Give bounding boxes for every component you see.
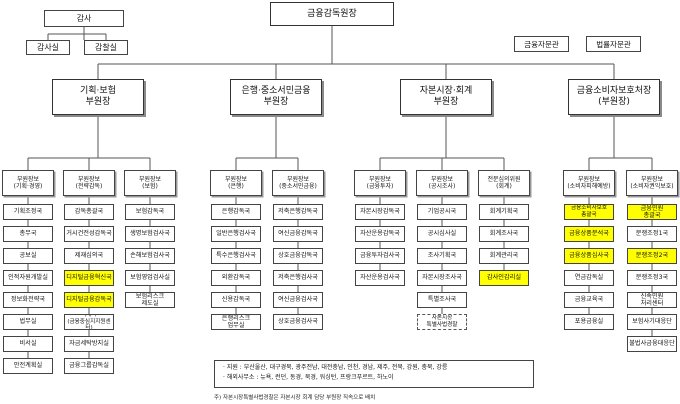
department-unit: 국제국 (금융중심지지원센터) — [64, 314, 114, 330]
offices-note: · 지원 : 부산울산, 대구경북, 광주전남, 대전충남, 인천, 경남, 제… — [214, 360, 534, 388]
department-unit: 연금감독실 — [564, 270, 614, 286]
department-unit: 금융투자검사국 — [355, 248, 405, 264]
department-unit: 보험리스크 제도실 — [125, 292, 175, 308]
department-unit: 손해보험검사국 — [125, 248, 175, 264]
department-unit: 총무국 — [3, 226, 53, 242]
department-unit: 생명보험검사국 — [125, 226, 175, 242]
assistant-governor-box: 부원장보 (보험) — [124, 170, 176, 196]
department-unit: 회계조사국 — [479, 226, 529, 242]
department-unit: 일반은행검사국 — [211, 226, 261, 242]
deputy-governor-box: 자본시장·회계 부원장 — [400, 79, 492, 115]
department-unit: 자본시장조사국 — [417, 270, 467, 286]
inspection-office: 감찰실 — [84, 40, 128, 55]
department-unit: 신속민원 처리센터 — [627, 292, 677, 308]
department-unit: 감독총괄국 — [64, 204, 114, 220]
department-unit: 공시심사실 — [417, 226, 467, 242]
department-unit: 기획조정국 — [3, 204, 53, 220]
department-unit: 회계관리국 — [479, 248, 529, 264]
audit-box: 감사 — [44, 10, 124, 27]
department-unit: 신용감독국 — [211, 292, 261, 308]
department-unit: 저축은행검사국 — [273, 270, 323, 286]
department-unit: 분쟁조정1국 — [627, 226, 677, 242]
department-unit: 안전계획실 — [3, 358, 53, 374]
department-unit: 금융상품심사국 — [564, 248, 614, 264]
department-unit: 금융소비자보호 총괄국 — [564, 204, 614, 220]
department-unit: 보험영업검사실 — [125, 270, 175, 286]
governor-box: 금융감독원장 — [270, 2, 394, 26]
department-unit: 조사기획국 — [417, 248, 467, 264]
deputy-governor-box: 기획·보험 부원장 — [52, 79, 144, 115]
department-unit: 상호금융검사국 — [273, 314, 323, 330]
assistant-governor-box: 부원장보 (금융투자) — [354, 170, 406, 196]
department-unit: 저축은행감독국 — [273, 204, 323, 220]
assistant-governor-box: 부원장보 (소비자피해예방) — [563, 170, 615, 196]
department-unit: 감사인감리실 — [479, 270, 529, 286]
audit-office: 감사실 — [26, 40, 70, 55]
assistant-governor-box: 부원장보 (소비자권익보호) — [626, 170, 678, 196]
department-unit: 회계기획국 — [479, 204, 529, 220]
department-unit: 자금세탁방지실 — [64, 336, 114, 352]
department-unit: 거시건전성감독국 — [64, 226, 114, 242]
department-unit: 자산운용검사국 — [355, 270, 405, 286]
department-unit: 자본시장 특별사법경찰 — [417, 314, 467, 330]
department-unit: 외환감독국 — [211, 270, 261, 286]
department-unit: 은행감독국 — [211, 204, 261, 220]
footnote: 주) 자본시장특별사법경찰은 자본시장 회계 담당 부원장 직속으로 배치 — [214, 395, 376, 401]
deputy-governor-box: 은행·중소서민금융 부원장 — [230, 79, 322, 115]
department-unit: 기업공시국 — [417, 204, 467, 220]
department-unit: 특수은행검사국 — [211, 248, 261, 264]
department-unit: 자본시장감독국 — [355, 204, 405, 220]
department-unit: 은행리스크 업무실 — [211, 314, 261, 330]
department-unit: 금융상품분석국 — [564, 226, 614, 242]
assistant-governor-box: 부원장보 (중소서민금융) — [272, 170, 324, 196]
assistant-governor-box: 전문심의위원 (회계) — [478, 170, 530, 196]
assistant-governor-box: 부원장보 (은행) — [210, 170, 262, 196]
department-unit: 정보화전략국 — [3, 292, 53, 308]
department-unit: 보험사기대응단 — [627, 314, 677, 330]
department-unit: 공보실 — [3, 248, 53, 264]
assistant-governor-box: 부원장보 (전략감독) — [63, 170, 115, 196]
department-unit: 보험감독국 — [125, 204, 175, 220]
department-unit: 인적자원개발실 — [3, 270, 53, 286]
department-unit: 분쟁조정2국 — [627, 248, 677, 264]
assistant-governor-box: 부원장보 (공시조사) — [416, 170, 468, 196]
department-unit: 제재심의국 — [64, 248, 114, 264]
assistant-governor-box: 부원장보 (기획·경영) — [2, 170, 54, 196]
department-unit: 디지털금융혁신국 — [64, 270, 114, 286]
department-unit: 여신금융검사국 — [273, 292, 323, 308]
branch-offices-line: · 지원 : 부산울산, 대구경북, 광주전남, 대전충남, 인천, 경남, 제… — [223, 364, 448, 371]
financial-advisor-box: 금융자문관 — [514, 36, 569, 52]
department-unit: 비서실 — [3, 336, 53, 352]
legal-advisor-box: 법률자문관 — [586, 36, 641, 52]
department-unit: 금융그룹감독실 — [64, 358, 114, 374]
department-unit: 포용금융실 — [564, 314, 614, 330]
department-unit: 금융교육국 — [564, 292, 614, 308]
department-unit: 법무실 — [3, 314, 53, 330]
department-unit: 여신금융감독국 — [273, 226, 323, 242]
deputy-governor-box: 금융소비자보호처장 (부원장) — [568, 79, 660, 115]
department-unit: 금융민원 총괄국 — [627, 204, 677, 220]
department-unit: 불법사금융대응단 — [627, 336, 677, 352]
department-unit: 분쟁조정3국 — [627, 270, 677, 286]
department-unit: 자산운용감독국 — [355, 226, 405, 242]
department-unit: 상호금융감독국 — [273, 248, 323, 264]
department-unit: 특별조사국 — [417, 292, 467, 308]
department-unit: 디지털금융감독국 — [64, 292, 114, 308]
overseas-offices-line: · 해외사무소 : 뉴욕, 런던, 동경, 북경, 워싱턴, 프랑크푸르트, 하… — [223, 373, 394, 381]
